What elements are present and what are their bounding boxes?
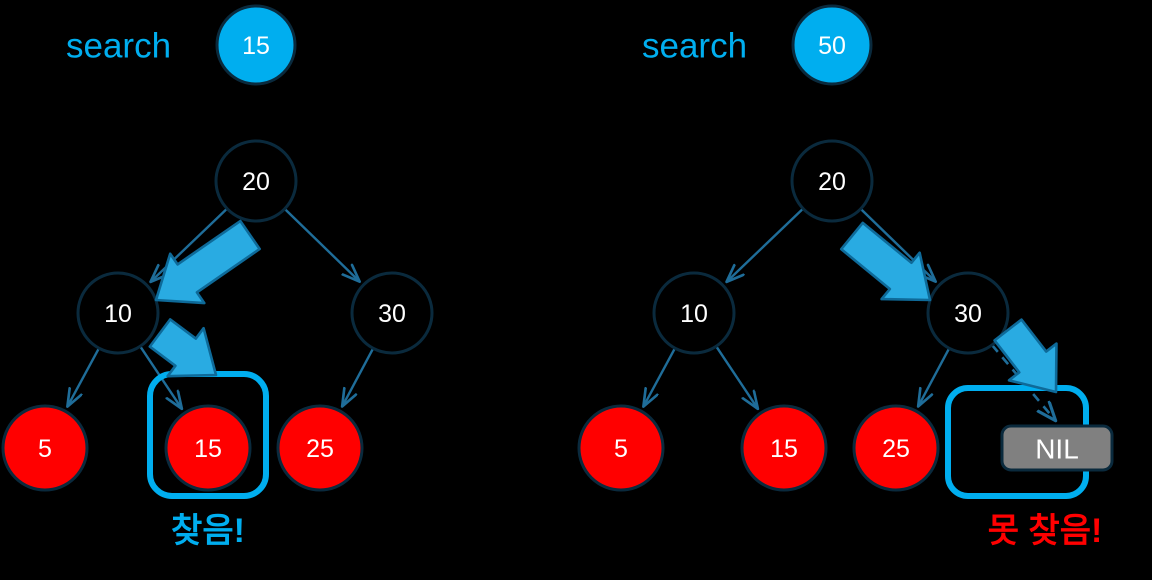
node-value-5: 5 xyxy=(614,435,628,463)
tree-node-25: 25 xyxy=(276,404,364,492)
search-key-node: 50 xyxy=(791,4,873,86)
tree-edge-root-to-left xyxy=(727,207,804,282)
tree-node-10: 10 xyxy=(652,271,736,355)
result-label: 못 찾음! xyxy=(988,512,1103,550)
tree-edge-root-to-right xyxy=(283,207,359,281)
node-circle-25 xyxy=(852,404,940,492)
node-circle-10 xyxy=(76,271,160,355)
node-value-5: 5 xyxy=(38,435,52,463)
tree-node-5: 5 xyxy=(1,404,89,492)
tree-edge-left-to-lr xyxy=(715,345,757,408)
node-circle-5 xyxy=(577,404,665,492)
tree-edge-right-to-rl xyxy=(919,347,951,405)
tree-node-30: 30 xyxy=(350,271,434,355)
node-circle-30 xyxy=(350,271,434,355)
node-value-10: 10 xyxy=(104,300,132,328)
node-circle-25 xyxy=(276,404,364,492)
node-value-20: 20 xyxy=(242,168,270,196)
node-circle-10 xyxy=(652,271,736,355)
traversal-arrow-2 xyxy=(993,318,1058,394)
tree-node-20: 20 xyxy=(214,139,298,223)
tree-edge-left-to-ll xyxy=(644,347,677,406)
search-label: search xyxy=(66,27,171,66)
tree-node-20: 20 xyxy=(790,139,874,223)
node-circle-5 xyxy=(1,404,89,492)
tree-node-30: 30 xyxy=(926,271,1010,355)
search-key-node: 15 xyxy=(215,4,297,86)
nil-node: NIL xyxy=(1000,424,1114,472)
node-circle-15 xyxy=(164,404,252,492)
traversal-arrow-2 xyxy=(148,318,218,378)
node-value-15: 15 xyxy=(770,435,798,463)
tree-node-15: 15 xyxy=(164,404,252,492)
panel-not-found-case: 20 10 30 5 15 25 NIL search 50 못 찾음! xyxy=(577,4,1114,550)
traversal-arrow-1-shape xyxy=(839,221,932,302)
tree-node-10: 10 xyxy=(76,271,160,355)
tree-edge-left-to-ll xyxy=(68,347,101,406)
nil-box xyxy=(1000,424,1114,472)
result-label: 찾음! xyxy=(171,512,245,550)
traversal-arrow-1-shape xyxy=(154,219,261,305)
tree-edge-root-to-left xyxy=(151,207,228,282)
search-key-value: 15 xyxy=(242,32,270,60)
node-circle-20 xyxy=(214,139,298,223)
traversal-arrow-1 xyxy=(839,221,932,302)
node-circle-30 xyxy=(926,271,1010,355)
node-value-10: 10 xyxy=(680,300,708,328)
node-value-30: 30 xyxy=(954,300,982,328)
node-value-20: 20 xyxy=(818,168,846,196)
search-key-circle xyxy=(215,4,297,86)
search-key-value: 50 xyxy=(818,32,846,60)
node-circle-15 xyxy=(740,404,828,492)
node-value-15: 15 xyxy=(194,435,222,463)
search-label: search xyxy=(642,27,747,66)
node-value-25: 25 xyxy=(882,435,910,463)
panel-found-case: 20 10 30 5 15 25 search 15 찾음! xyxy=(1,4,434,550)
node-circle-20 xyxy=(790,139,874,223)
tree-node-5: 5 xyxy=(577,404,665,492)
nil-label: NIL xyxy=(1035,434,1079,465)
traversal-arrow-1 xyxy=(154,219,261,305)
tree-node-15: 15 xyxy=(740,404,828,492)
node-value-25: 25 xyxy=(306,435,334,463)
traversal-arrow-2-shape xyxy=(993,318,1058,394)
node-value-30: 30 xyxy=(378,300,406,328)
tree-edge-right-to-rl xyxy=(343,347,375,405)
search-key-circle xyxy=(791,4,873,86)
tree-node-25: 25 xyxy=(852,404,940,492)
traversal-arrow-2-shape xyxy=(148,318,218,378)
